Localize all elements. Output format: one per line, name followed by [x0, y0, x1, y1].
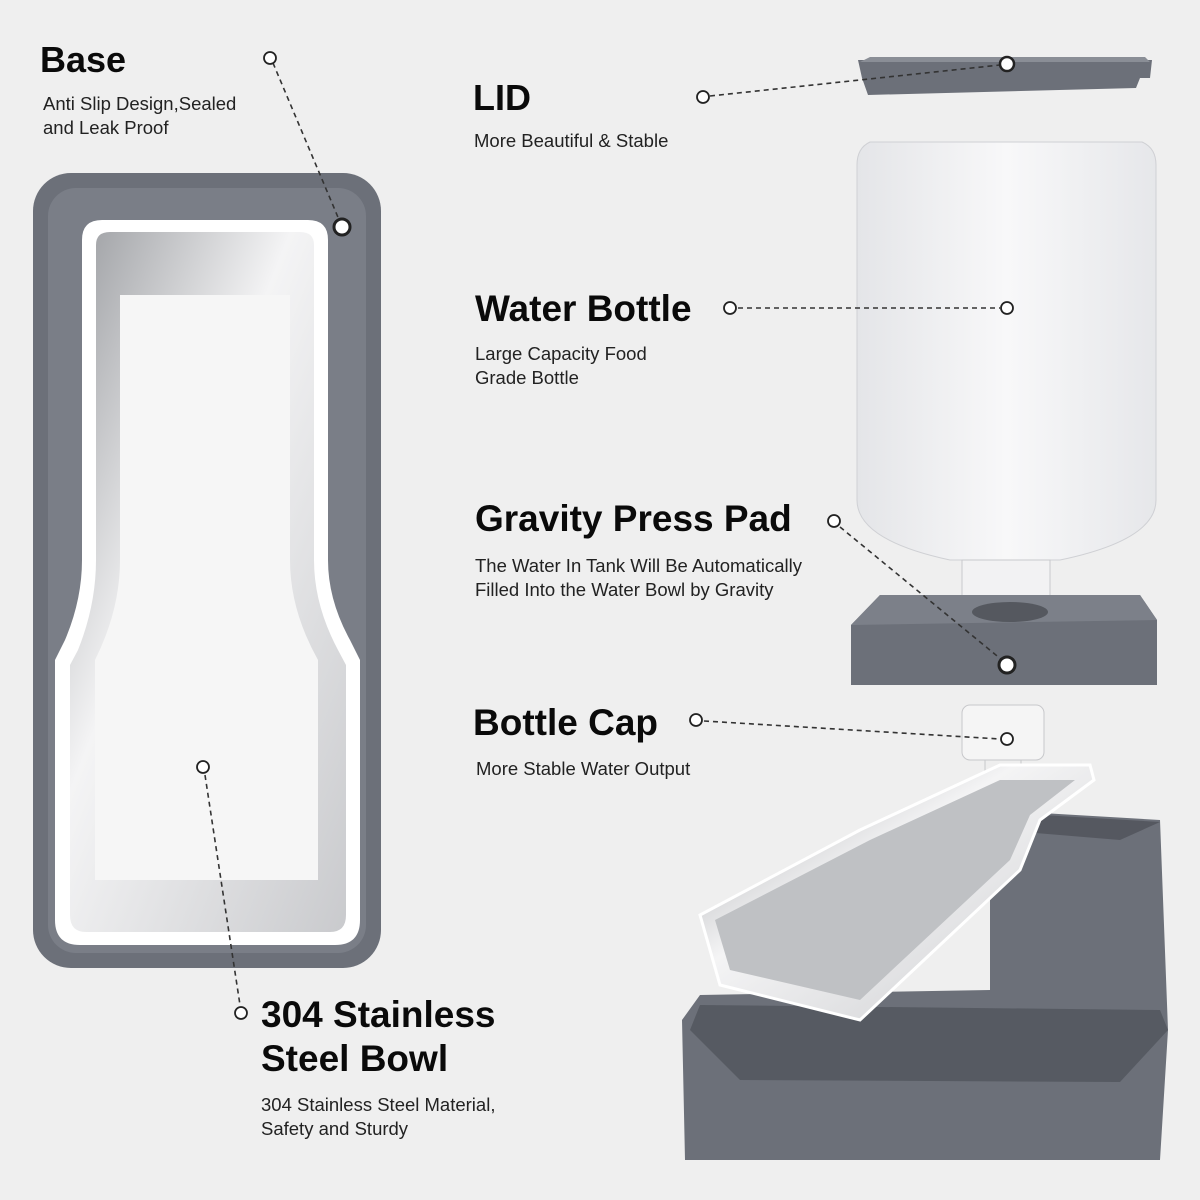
callout-dots [196, 51, 1017, 1020]
base-desc-2: and Leak Proof [43, 117, 169, 138]
base-desc-1: Anti Slip Design,Sealed [43, 93, 237, 114]
base-top-view [33, 173, 381, 968]
base-title: Base [40, 39, 127, 80]
pad-desc-1: The Water In Tank Will Be Automatically [475, 555, 802, 576]
leader-lines [204, 62, 1003, 1006]
bottle-title: Water Bottle [475, 288, 692, 329]
lid-desc: More Beautiful & Stable [474, 130, 669, 151]
assembled-feeder [682, 763, 1168, 1160]
lid-title: LID [473, 77, 531, 118]
bottle-desc-1: Large Capacity Food [475, 343, 647, 364]
water-bottle-part [856, 141, 1157, 609]
bowl-desc-2: Safety and Sturdy [261, 1118, 409, 1139]
bottle-desc-2: Grade Bottle [475, 367, 579, 388]
gravity-press-pad-part [851, 595, 1157, 685]
pad-title: Gravity Press Pad [475, 498, 792, 539]
cap-title: Bottle Cap [473, 702, 658, 743]
bowl-desc-1: 304 Stainless Steel Material, [261, 1094, 496, 1115]
bowl-title-2: Steel Bowl [261, 1038, 449, 1079]
pad-desc-2: Filled Into the Water Bowl by Gravity [475, 579, 774, 600]
bowl-title-1: 304 Stainless [261, 994, 496, 1035]
cap-desc: More Stable Water Output [476, 758, 691, 779]
